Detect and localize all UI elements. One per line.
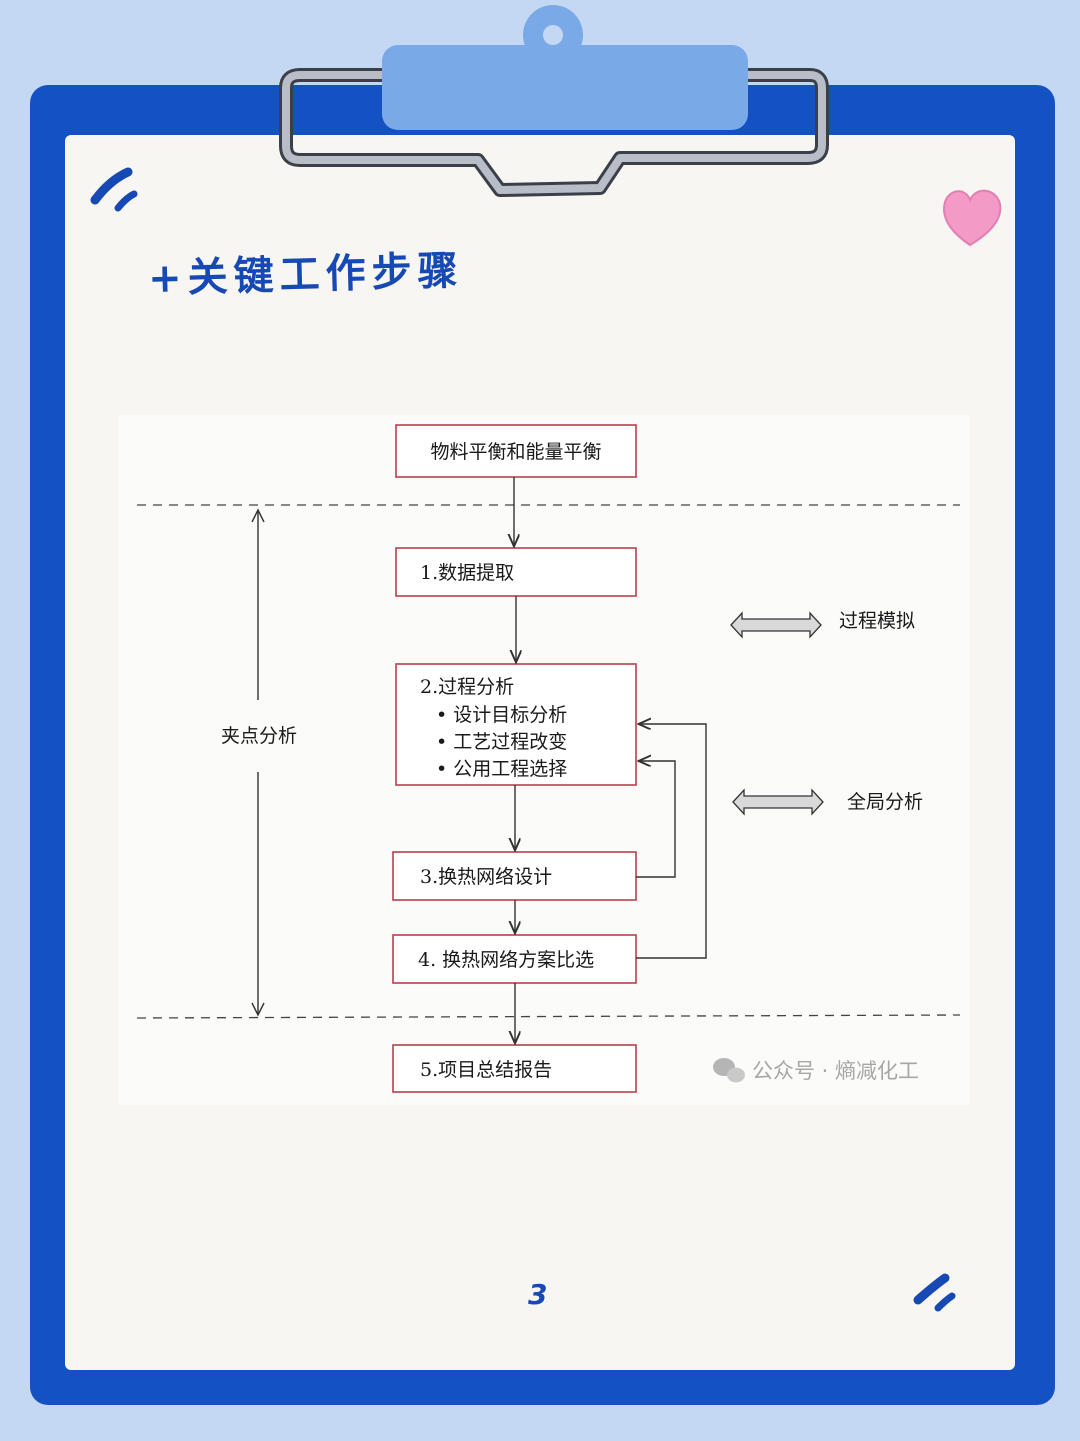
step-1-label: 1.数据提取 [420, 562, 514, 584]
step-2-bullet-1: • 设计目标分析 [436, 704, 567, 726]
double-arrow-icon-1 [730, 611, 822, 639]
pinch-analysis-label: 夹点分析 [221, 725, 297, 747]
doodle-bottom-right [913, 1273, 950, 1305]
box-step-2: 2.过程分析 • 设计目标分析 • 工艺过程改变 • 公用工程选择 [395, 663, 637, 786]
step-4-label: 4. 换热网络方案比选 [418, 949, 594, 971]
clip-top [382, 45, 748, 130]
box-top-label: 物料平衡和能量平衡 [430, 441, 601, 463]
wechat-icon [713, 1058, 745, 1083]
watermark-text: 公众号 · 熵减化工 [752, 1059, 919, 1083]
step-3-label: 3.换热网络设计 [420, 866, 552, 888]
heart-icon [943, 189, 1002, 247]
box-top: 物料平衡和能量平衡 [395, 424, 637, 478]
page-number: 3 [528, 1278, 548, 1311]
box-step-4: 4. 换热网络方案比选 [392, 934, 637, 984]
box-step-3: 3.换热网络设计 [392, 851, 637, 901]
feedback-arrow-4-to-2 [636, 724, 707, 959]
step-5-label: 5.项目总结报告 [420, 1059, 552, 1081]
global-analysis-label: 全局分析 [847, 791, 923, 813]
doodle-top-left [90, 167, 133, 205]
step-2-bullet-3: • 公用工程选择 [436, 758, 567, 780]
box-step-5: 5.项目总结报告 [392, 1044, 637, 1093]
dashed-line-bottom [136, 1014, 961, 1019]
double-arrow-icon-2 [732, 788, 824, 816]
process-simulation-label: 过程模拟 [839, 610, 915, 632]
feedback-arrow-3-to-2 [636, 761, 676, 878]
step-2-bullet-2: • 工艺过程改变 [436, 731, 567, 753]
step-2-title: 2.过程分析 [420, 676, 514, 698]
box-step-1: 1.数据提取 [395, 547, 637, 597]
